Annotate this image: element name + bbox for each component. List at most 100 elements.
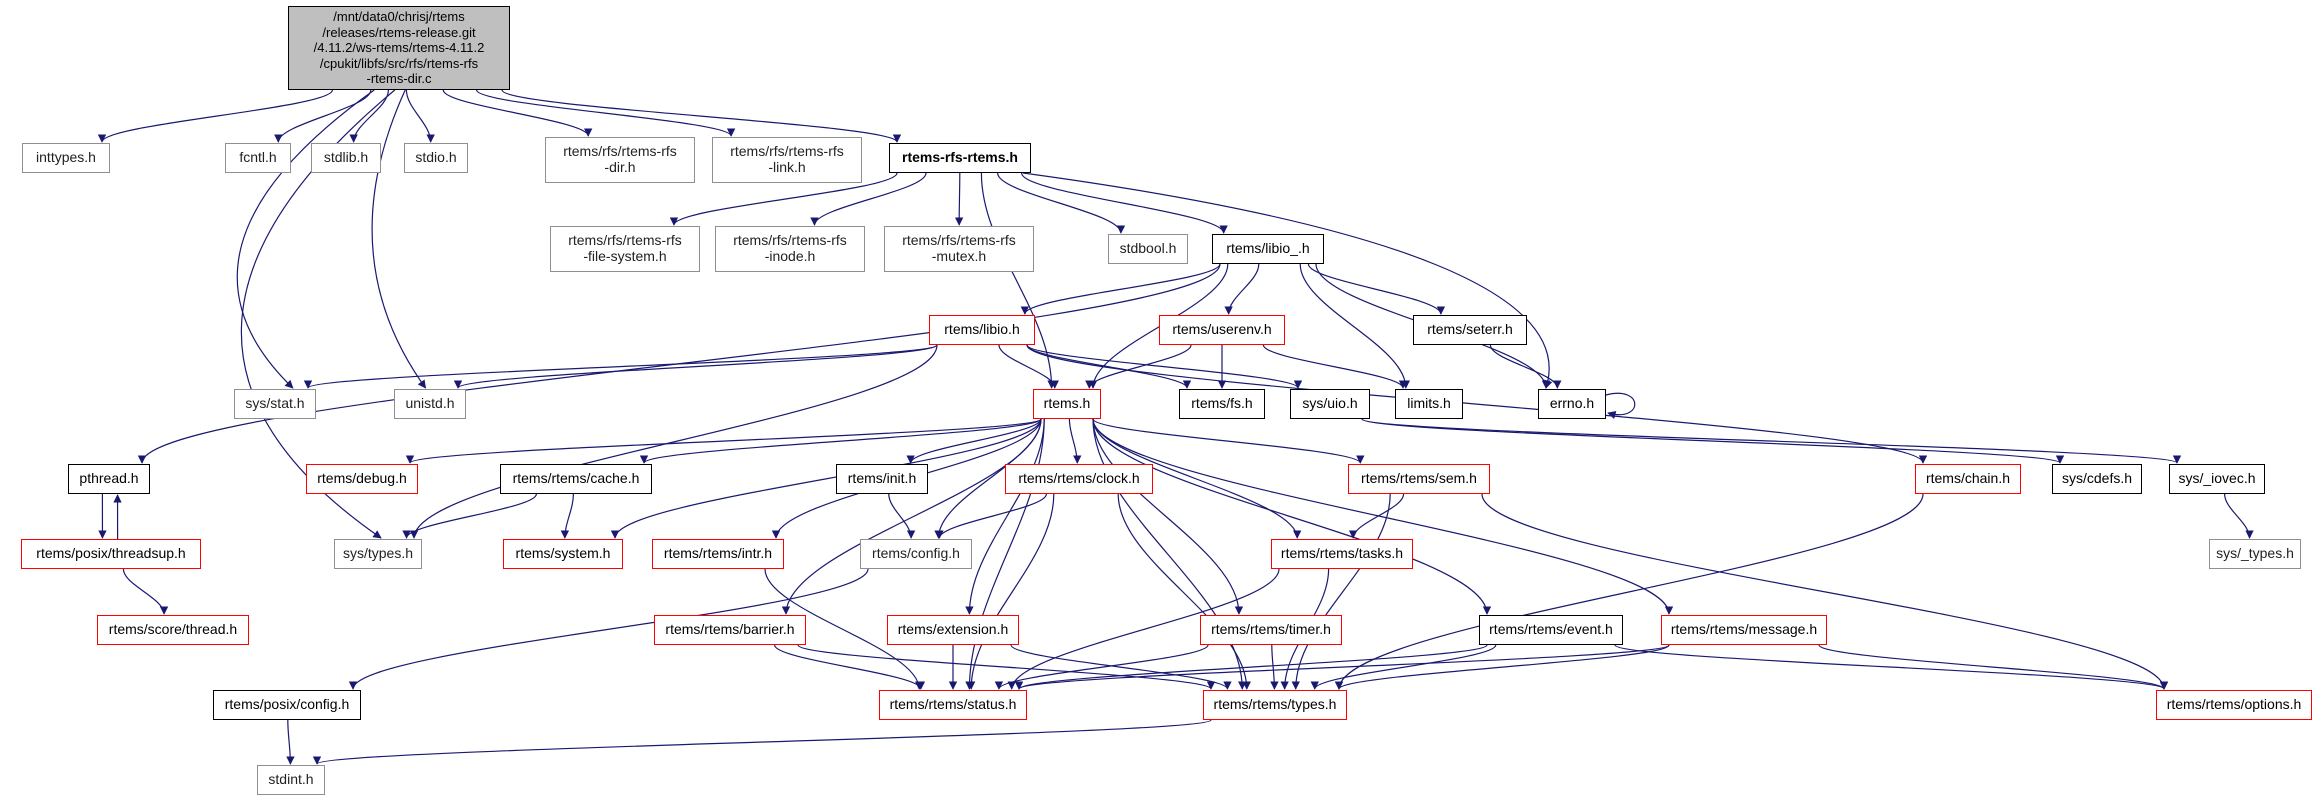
edge-n_rfsrtems-n_stdbool <box>997 172 1126 234</box>
edge-n_cache-n_system <box>560 493 574 539</box>
edge-n_rtems-n_sem <box>1092 418 1365 464</box>
edge-n_rtems-n_system <box>610 418 1042 539</box>
edge-n_rtypes-n_stdint <box>313 719 1212 765</box>
edge-n_libio-n_unistd <box>454 344 938 389</box>
edge-root-n_rfsdir <box>442 89 593 137</box>
edge-n_rtems-n_cache <box>639 418 1042 464</box>
node-extension[interactable]: rtems/extension.h <box>887 615 1019 645</box>
edge-n_rfsrtems-n_libio_ <box>1021 172 1228 234</box>
edge-n_threadsup-n_scorethread <box>122 568 169 615</box>
edge-n_extension-n_rtypes <box>1010 644 1232 690</box>
node-sem[interactable]: rtems/rtems/sem.h <box>1348 464 1490 494</box>
edge-n_errno-n_errno <box>1605 392 1636 420</box>
edge-n_rtems-n_event <box>1092 418 1492 615</box>
node-rtems[interactable]: rtems.h <box>1033 389 1101 419</box>
node-rfslink: rtems/rfs/rtems-rfs -link.h <box>712 137 862 183</box>
node-limits[interactable]: limits.h <box>1395 389 1463 419</box>
node-threadsup[interactable]: rtems/posix/threadsup.h <box>21 539 201 569</box>
node-rfsrtems[interactable]: rtems-rfs-rtems.h <box>889 143 1031 173</box>
edge-n_libio_-n_seterr <box>1307 263 1446 315</box>
node-status[interactable]: rtems/rtems/status.h <box>879 690 1027 720</box>
edge-root-n_stdio <box>405 89 435 143</box>
node-scorethread[interactable]: rtems/score/thread.h <box>97 615 249 645</box>
node-posixconfig[interactable]: rtems/posix/config.h <box>213 690 361 720</box>
node-fssystem: rtems/rfs/rtems-rfs -file-system.h <box>550 226 700 272</box>
node-mutex: rtems/rfs/rtems-rfs -mutex.h <box>884 226 1034 272</box>
edge-n_timer-n_rtypes <box>1270 644 1279 690</box>
edge-n_rtems-n_status <box>965 418 1045 690</box>
edge-n_libio-n_sysuio <box>1026 344 1303 389</box>
node-tasks[interactable]: rtems/rtems/tasks.h <box>1271 539 1413 569</box>
node-intr[interactable]: rtems/rtems/intr.h <box>652 539 784 569</box>
node-sysstat: sys/stat.h <box>234 389 316 419</box>
node-inttypes: inttypes.h <box>22 143 110 173</box>
node-libio[interactable]: rtems/libio.h <box>929 315 1035 345</box>
edge-n_libio-n_chain <box>1026 344 1928 464</box>
node-cdefs[interactable]: sys/cdefs.h <box>2052 464 2142 494</box>
node-pthread[interactable]: pthread.h <box>68 464 150 494</box>
node-sysuio[interactable]: sys/uio.h <box>1290 389 1370 419</box>
edge-n_barrier-n_status <box>774 644 926 690</box>
edge-n_rfsrtems-n_fssystem <box>669 172 898 226</box>
node-debug[interactable]: rtems/debug.h <box>306 464 418 494</box>
edge-n_libio_-n_userenv <box>1224 263 1260 315</box>
node-iovec[interactable]: sys/_iovec.h <box>2169 464 2265 494</box>
edge-n_clock-n_config <box>935 493 1047 539</box>
node-userenv[interactable]: rtems/userenv.h <box>1159 315 1285 345</box>
node-root: /mnt/data0/chrisj/rtems /releases/rtems-… <box>288 6 510 90</box>
edge-n_tasks-n_status <box>1007 568 1280 690</box>
edge-root-n_stdlib <box>349 89 389 143</box>
edge-n_event-n_options <box>1614 644 2168 690</box>
node-message[interactable]: rtems/rtems/message.h <box>1661 615 1827 645</box>
edge-n_sysuio-n_cdefs <box>1361 418 2064 464</box>
edge-n_barrier-n_rtypes <box>797 644 1215 690</box>
edge-n_userenv-n_limits <box>1262 344 1408 389</box>
edge-n_message-n_options <box>1818 644 2169 690</box>
edge-n_rfsrtems-n_errno <box>1022 172 1553 389</box>
node-rtemsfs[interactable]: rtems/fs.h <box>1179 389 1265 419</box>
node-inode: rtems/rfs/rtems-rfs -inode.h <box>715 226 865 272</box>
edge-n_rtems-n_extension <box>965 418 1045 615</box>
node-stypes: sys/_types.h <box>2209 539 2301 569</box>
edge-root-n_inttypes <box>97 89 333 143</box>
node-chain[interactable]: rtems/chain.h <box>1915 464 2021 494</box>
node-seterr[interactable]: rtems/seterr.h <box>1413 315 1527 345</box>
edge-n_sem-n_options <box>1481 493 2169 690</box>
node-cache[interactable]: rtems/rtems/cache.h <box>500 464 652 494</box>
node-libio_[interactable]: rtems/libio_.h <box>1212 234 1324 264</box>
node-clock[interactable]: rtems/rtems/clock.h <box>1005 464 1153 494</box>
node-errno[interactable]: errno.h <box>1538 389 1606 419</box>
edge-n_event-n_status <box>1015 644 1488 690</box>
node-system[interactable]: rtems/system.h <box>503 539 623 569</box>
node-barrier[interactable]: rtems/rtems/barrier.h <box>654 615 806 645</box>
edge-n_libio-n_rtemsfs <box>1026 344 1192 389</box>
edge-n_userenv-n_rtems <box>1085 344 1192 389</box>
edge-n_message-n_rtypes <box>1334 644 1670 690</box>
edge-n_libio-n_systypes <box>409 344 938 539</box>
edge-n_rtems-n_init <box>906 418 1042 464</box>
edge-n_libio_-n_libio <box>1020 263 1221 315</box>
node-stdint: stdint.h <box>257 765 325 795</box>
node-options[interactable]: rtems/rtems/options.h <box>2156 690 2312 720</box>
edge-n_rtems-n_message <box>1092 418 1674 615</box>
node-timer[interactable]: rtems/rtems/timer.h <box>1200 615 1342 645</box>
edge-n_intr-n_status <box>764 568 924 690</box>
edge-n_chain-n_rtypes <box>1334 493 1924 690</box>
edge-n_message-n_status <box>1015 644 1670 690</box>
edge-n_config-n_posixconfig <box>348 568 869 690</box>
edge-root-n_rfsrtems <box>501 89 902 143</box>
edge-n_rtems-n_clock <box>1068 418 1082 464</box>
node-rtypes[interactable]: rtems/rtems/types.h <box>1203 690 1347 720</box>
node-init[interactable]: rtems/init.h <box>836 464 928 494</box>
edge-root-n_fcntl <box>274 89 372 143</box>
node-event[interactable]: rtems/rtems/event.h <box>1479 615 1623 645</box>
edge-n_sem-n_tasks <box>1348 493 1405 539</box>
edge-n_clock-n_rtypes <box>1117 493 1251 690</box>
edge-n_libio-n_sysstat <box>304 344 938 389</box>
edge-n_rtems-n_debug <box>406 418 1042 464</box>
edge-n_rfsrtems-n_inode <box>810 172 927 226</box>
edge-n_iovec-n_stypes <box>2224 493 2254 539</box>
edge-n_libio_-n_limits <box>1299 263 1411 389</box>
